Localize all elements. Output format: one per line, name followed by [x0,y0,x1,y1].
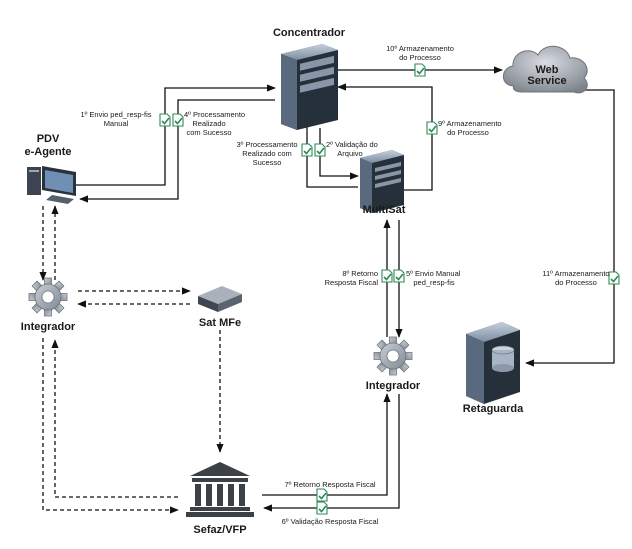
concentrador-label: Concentrador [273,27,346,39]
government-building-icon [186,462,254,517]
document-check-icon [316,501,328,515]
webservice-node: Web Service [502,45,588,94]
cloud-icon [502,45,588,94]
dashed-connectors [39,205,224,514]
document-check-icon [316,488,328,502]
step-11-label-line1: 11º Armazenamento [542,269,609,278]
step-11-label-line2: do Processo [555,278,597,287]
server-tower-icon [360,150,404,213]
step-10-label-line2: do Processo [399,53,441,62]
step-labels: 1º Envio ped_resp-fis Manual 4º Processa… [80,44,609,526]
document-check-icon [381,269,393,283]
flow-sefaz-to-integrador [262,393,391,496]
document-check-icon [159,113,171,127]
dash-integrador-to-sefaz [42,338,179,514]
document-check-icon [301,143,313,157]
flow-integrador-to-sefaz [263,394,400,512]
step-2-label-line2: Arquivo [337,149,362,158]
step-7-label: 7º Retorno Resposta Fiscal [284,480,375,489]
dash-sefaz-to-integrador [51,339,178,498]
integrador-left-label: Integrador [21,321,76,333]
server-tower-icon [281,44,338,130]
multisat-label: MultiSat [363,204,406,216]
retaguarda-node: Retaguarda [463,322,524,415]
step-3-label-line3: Sucesso [253,158,282,167]
sat-mfe-label: Sat MFe [199,317,241,329]
step-9-label-line1: 9º Armazenamento [438,119,502,128]
step-10-label-line1: 10º Armazenamento [386,44,454,53]
integrador-center-node: Integrador [366,336,421,392]
gear-icon [28,277,68,317]
step-4-label-line3: com Sucesso [186,128,231,137]
step-6-label: 6º Validação Resposta Fiscal [282,517,379,526]
flow-multisat-to-concentrador [303,117,358,188]
flow-webservice-to-retaguarda [525,89,615,367]
sat-device-icon [198,286,242,312]
document-check-icon [172,113,184,127]
step-5-label-line1: 5º Envio Manual [406,269,461,278]
step-8-label-line1: 8º Retorno [342,269,378,278]
step-5-label-line2: ped_resp-fis [413,278,455,287]
integrador-center-label: Integrador [366,380,421,392]
webservice-label-line1: Web [535,64,558,76]
integrador-left-node: Integrador [21,277,76,333]
document-check-icon [426,121,438,135]
step-8-label-line2: Resposta Fiscal [325,278,379,287]
step-4-label-line1: 4º Processamento [184,110,245,119]
pdv-node: PDV e-Agente [24,133,76,204]
step-9-label-line2: do Processo [447,128,489,137]
step-1-label-line2: Manual [104,119,129,128]
retaguarda-label: Retaguarda [463,403,524,415]
concentrador-node: Concentrador [273,27,346,130]
step-2-label-line1: 2º Validação do [326,140,378,149]
gear-icon [373,336,413,376]
multisat-node: MultiSat [360,150,406,216]
step-3-label-line1: 3º Processamento [236,140,297,149]
webservice-label-line2: Service [527,75,566,87]
pdv-label-line2: e-Agente [24,146,71,158]
sat-mfe-node: Sat MFe [198,286,242,329]
database-server-icon [466,322,520,404]
flow-concentrador-to-pdv [79,99,275,203]
document-check-icon [608,271,620,285]
pdv-label-line1: PDV [37,133,60,145]
step-1-label-line1: 1º Envio ped_resp-fis [80,110,151,119]
document-check-icon [393,269,405,283]
connectors [76,66,615,512]
desktop-computer-icon [27,166,76,204]
step-doc-icons [159,63,620,515]
document-check-icon [314,143,326,157]
step-4-label-line2: Realizado [192,119,225,128]
sefaz-label: Sefaz/VFP [193,524,246,536]
document-check-icon [414,63,426,77]
flow-multisat-to-concentrador-storage [337,83,433,191]
sefaz-node: Sefaz/VFP [186,462,254,536]
flow-pdv-to-concentrador [76,84,276,186]
step-3-label-line2: Realizado com [242,149,292,158]
